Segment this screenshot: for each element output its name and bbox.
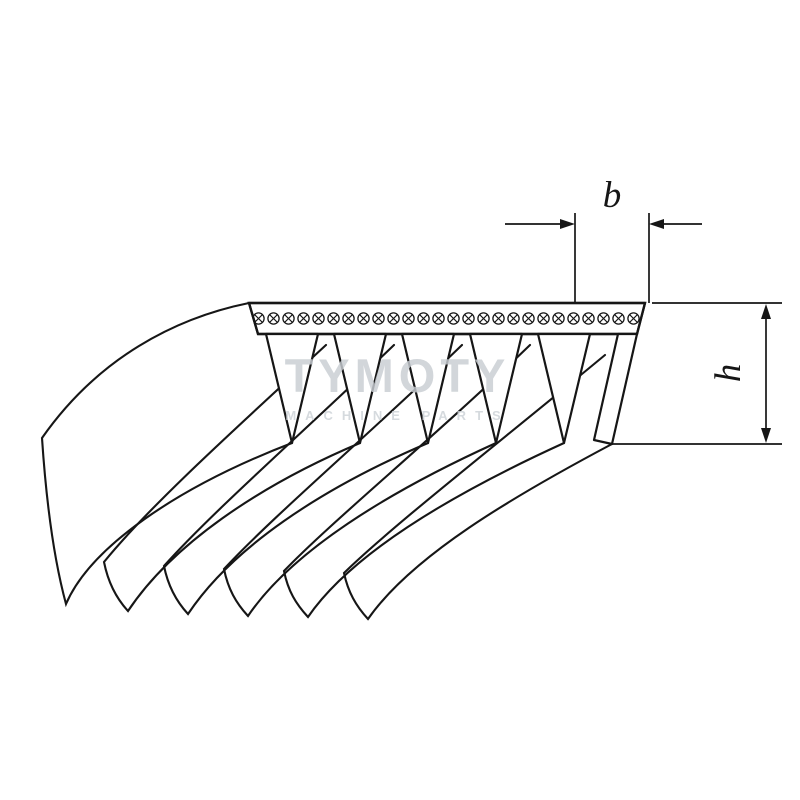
dimension-h-label: h <box>708 364 749 383</box>
rib-triangle-2 <box>332 332 388 445</box>
dimension-h-arrow-top <box>761 304 771 319</box>
dimension-h: h <box>612 302 782 445</box>
dimension-h-arrow-bottom <box>761 428 771 443</box>
dimension-b-arrow-right <box>649 219 664 229</box>
dimension-b: b <box>505 175 702 303</box>
rib-curve-6 <box>342 353 614 621</box>
rib-curve-5 <box>282 343 566 619</box>
rib-triangle-5 <box>536 332 592 445</box>
rib-triangle-1 <box>264 332 320 445</box>
rib-curve-2 <box>102 343 362 613</box>
belt-top-band-hatch <box>247 301 647 336</box>
rib-curve-4 <box>222 343 498 618</box>
rib-curve-outer-silhouette <box>40 301 294 608</box>
dimension-b-arrow-left <box>560 219 575 229</box>
dimension-b-label: b <box>603 175 622 216</box>
belt-perspective-ribs <box>40 301 614 621</box>
belt-right-edge-facet <box>592 332 639 446</box>
rib-triangle-4 <box>468 332 524 445</box>
rib-curve-3 <box>162 343 430 616</box>
belt-cross-section <box>247 301 647 446</box>
rib-triangle-3 <box>400 332 456 445</box>
